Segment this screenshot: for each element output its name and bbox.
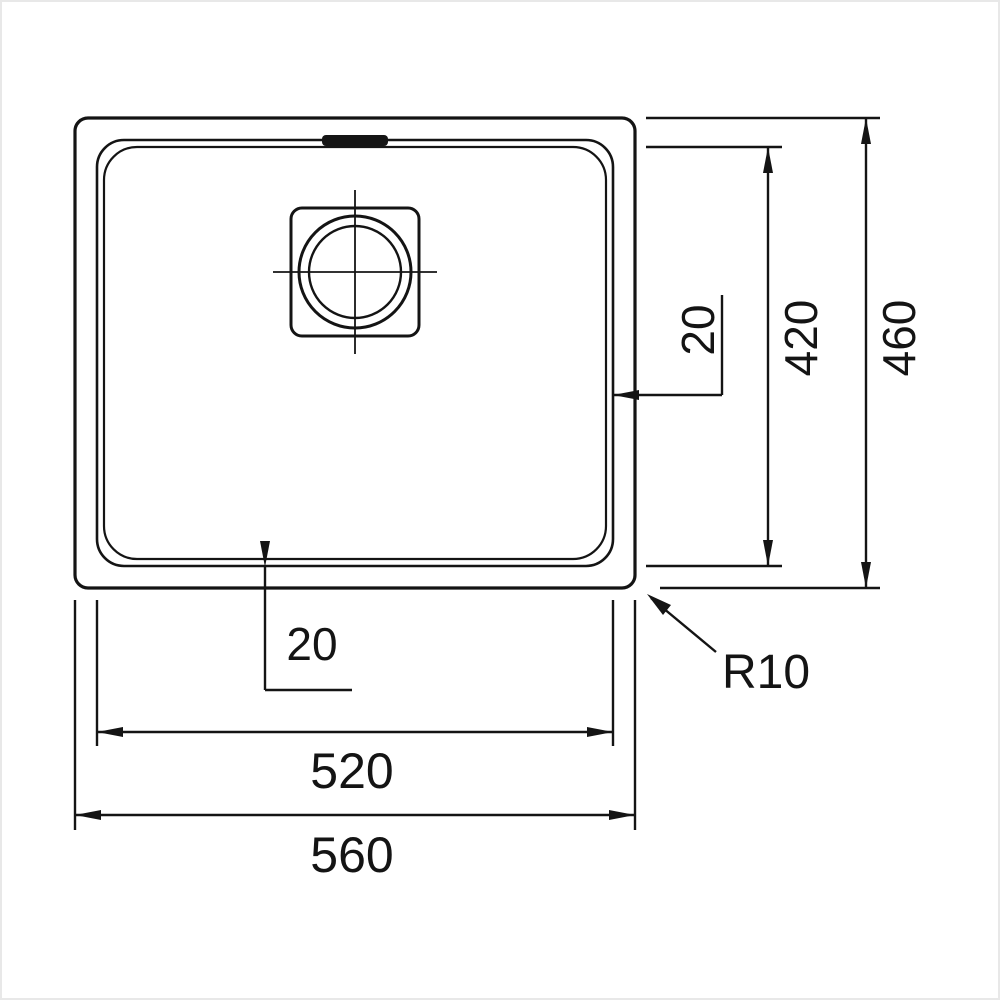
bowl-depth-arrow-bottom-icon (763, 540, 773, 566)
bowl-width-arrow-left-icon (97, 727, 123, 737)
overflow-slot (322, 135, 388, 146)
dimension-label-rim-right: 20 (672, 304, 724, 355)
corner-radius-arrow-icon (647, 594, 671, 615)
rim-bottom-arrow-icon (260, 541, 270, 567)
overall-depth-arrow-bottom-icon (861, 562, 871, 588)
bowl-depth-arrow-top-icon (763, 147, 773, 173)
overall-width-arrow-right-icon (609, 810, 635, 820)
dimension-label-bowl-width: 520 (310, 743, 393, 799)
overall-width-arrow-left-icon (75, 810, 101, 820)
dimension-label-bowl-depth: 420 (775, 300, 827, 377)
dimension-label-rim-bottom: 20 (286, 618, 337, 670)
bowl-inner-edge (102, 145, 608, 561)
dimension-label-overall-depth: 460 (873, 300, 925, 377)
overall-depth-arrow-top-icon (861, 118, 871, 144)
dimension-label-overall-width: 560 (310, 827, 393, 883)
bowl-width-arrow-right-icon (587, 727, 613, 737)
rim-right-arrow-icon (613, 390, 639, 400)
sink-outer-edge (73, 116, 637, 590)
dimension-label-corner-radius: R10 (722, 646, 810, 699)
